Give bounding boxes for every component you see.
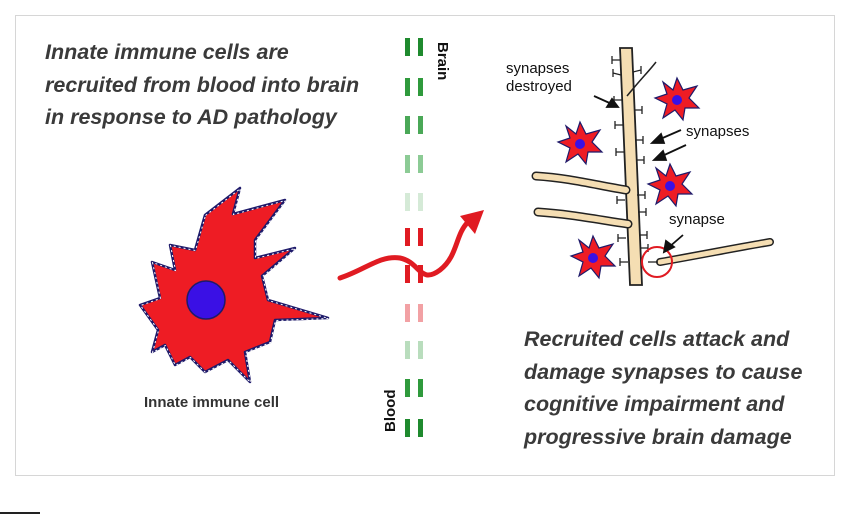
attacking-cell: [556, 120, 604, 166]
label-brain: Brain: [434, 42, 451, 81]
attacking-cell: [569, 234, 617, 280]
label-blood: Blood: [382, 389, 399, 433]
label-synapses: synapses: [686, 123, 750, 140]
recruitment-arrow: [337, 210, 484, 281]
synapse-spines: [611, 56, 658, 266]
barrier-segment: [405, 193, 423, 211]
attacking-cell: [653, 76, 701, 122]
attacking-cell: [646, 162, 694, 208]
barrier-segment: [405, 419, 423, 437]
innate-immune-cell: [138, 186, 330, 384]
figure-frame: [15, 15, 835, 476]
barrier-segment: [405, 379, 423, 397]
divider: [0, 512, 40, 514]
caption-synapse-damage: Recruited cells attack and damage synaps…: [524, 327, 803, 449]
barrier-segment: [405, 116, 423, 134]
synapse-highlight-circle: [641, 246, 673, 278]
barrier-segment: [405, 78, 423, 96]
label-innate-immune-cell: Innate immune cell: [144, 394, 280, 411]
pointer-arrows: [593, 95, 687, 254]
blood-brain-barrier: [405, 38, 423, 437]
caption-recruitment: Innate immune cells are recruited from b…: [45, 40, 360, 129]
barrier-segment: [405, 38, 423, 56]
cell-nucleus: [186, 280, 226, 320]
barrier-segment: [405, 155, 423, 173]
label-synapse: synapse: [669, 211, 725, 228]
barrier-segment: [405, 228, 423, 246]
barrier-segment: [405, 341, 423, 359]
barrier-segment: [405, 304, 423, 322]
label-synapses-destroyed: synapses destroyed: [506, 60, 572, 95]
dendrite: [531, 47, 774, 286]
